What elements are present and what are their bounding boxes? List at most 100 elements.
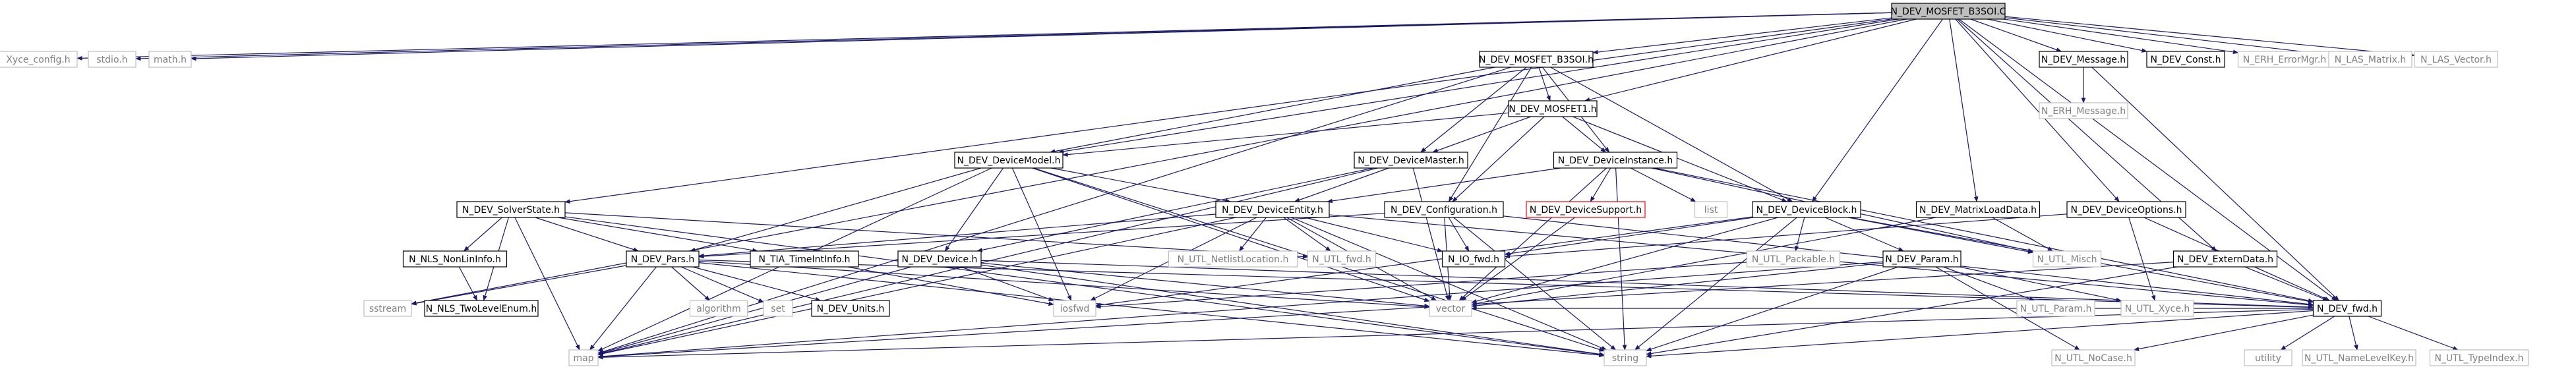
edge-dev_fwd-to-utility (2280, 316, 2335, 351)
node-box (811, 300, 890, 317)
node-box (2302, 349, 2416, 366)
include-node-deviceinstance[interactable]: N_DEV_DeviceInstance.h (1553, 152, 1678, 169)
edge-deviceinstance-to-list (1630, 167, 1696, 202)
include-node-mosfet1[interactable]: N_DEV_MOSFET1.h (1508, 100, 1598, 117)
edge-root-to-externdata (1956, 18, 2217, 252)
edge-device-to-string (980, 264, 1605, 356)
include-node-utl-namelevelkey: N_UTL_NameLevelKey.h (2302, 349, 2416, 366)
edge-deviceinstance-to-deviceentity (1327, 167, 1561, 204)
node-label: utility (2255, 353, 2281, 364)
node-label: N_ERH_ErrorMgr.h (2243, 55, 2326, 65)
include-node-dev-fwd[interactable]: N_DEV_fwd.h (2312, 300, 2382, 317)
edge-root-to-erh_errormgr (2003, 18, 2239, 55)
include-node-set: set (763, 300, 793, 317)
node-box (763, 300, 793, 317)
node-box (897, 250, 982, 268)
node-label: N_LAS_Vector.h (2420, 55, 2492, 65)
node-box (2429, 349, 2529, 366)
node-label: N_DEV_MOSFET_B3SOI.h (1479, 55, 1594, 65)
edge-matrixloaddata-to-vector (1471, 217, 1936, 306)
node-box (1479, 51, 1594, 68)
edge-device-to-dev_fwd (980, 260, 2314, 310)
include-node-dev-units[interactable]: N_DEV_Units.h (811, 300, 890, 317)
edge-devicemodel-to-vector (1032, 167, 1430, 302)
include-node-tia-timeintinfo[interactable]: N_TIA_TimeIntInfo.h (750, 250, 859, 268)
include-node-xyce-config: Xyce_config.h (0, 51, 78, 68)
include-node-utl-typeindex: N_UTL_TypeIndex.h (2429, 349, 2529, 366)
edge-devicemaster-to-device (976, 167, 1373, 252)
edge-dev_fwd-to-string (1646, 310, 2314, 358)
include-node-erh-errormgr: N_ERH_ErrorMgr.h (2237, 51, 2332, 68)
include-node-deviceoptions[interactable]: N_DEV_DeviceOptions.h (2066, 201, 2186, 218)
include-node-vector: vector (1429, 300, 1472, 317)
edge-param-to-utl_param (1943, 266, 2035, 301)
edge-dev_fwd-to-utl_typeindex (2368, 316, 2459, 351)
edge-deviceinstance-to-dev_fwd (1654, 167, 2314, 303)
node-label: N_UTL_NameLevelKey.h (2304, 353, 2414, 364)
node-box (1553, 152, 1678, 169)
include-node-message[interactable]: N_DEV_Message.h (2039, 51, 2128, 68)
node-box (1168, 250, 1298, 268)
include-node-pars[interactable]: N_DEV_Pars.h (626, 250, 700, 268)
include-node-io-fwd[interactable]: N_IO_fwd.h (1441, 250, 1506, 268)
edge-deviceblock-to-iosfwd (1095, 216, 1753, 307)
edge-layer (76, 12, 2459, 360)
edge-dev_fwd-to-map (597, 308, 2314, 360)
include-node-param[interactable]: N_DEV_Param.h (1882, 250, 1962, 268)
include-node-math: math.h (148, 51, 192, 68)
include-node-device[interactable]: N_DEV_Device.h (897, 250, 982, 268)
include-node-nls-twolevelenum[interactable]: N_NLS_TwoLevelEnum.h (424, 300, 539, 317)
include-node-string: string (1603, 349, 1647, 366)
edge-configuration-to-io_fwd (1448, 217, 1470, 252)
include-node-matrixloaddata[interactable]: N_DEV_MatrixLoadData.h (1915, 201, 2041, 218)
node-label: list (1704, 205, 1718, 215)
include-node-las-matrix: N_LAS_Matrix.h (2328, 51, 2412, 68)
node-box (148, 51, 192, 68)
node-box (1307, 250, 1377, 268)
include-node-utl-nocase: N_UTL_NoCase.h (2051, 349, 2136, 366)
include-node-deviceentity[interactable]: N_DEV_DeviceEntity.h (1215, 201, 1330, 218)
edge-mosfet1-to-deviceinstance (1562, 116, 1607, 153)
include-node-configuration[interactable]: N_DEV_Configuration.h (1384, 201, 1504, 218)
include-node-devicemodel[interactable]: N_DEV_DeviceModel.h (954, 152, 1063, 169)
include-node-deviceblock[interactable]: N_DEV_DeviceBlock.h (1752, 201, 1861, 218)
edge-devicesupport-to-vector (1460, 217, 1575, 301)
node-box (2120, 300, 2194, 317)
node-label: N_ERH_Message.h (2041, 106, 2126, 117)
node-label: string (1612, 353, 1638, 364)
edge-b3soi_h-to-configuration (1448, 67, 1532, 202)
node-box (2146, 51, 2225, 68)
node-box (750, 250, 859, 268)
edge-pars-to-set (680, 266, 764, 303)
node-label: N_DEV_ExternData.h (2177, 254, 2273, 265)
node-label: N_DEV_Message.h (2041, 55, 2126, 65)
include-node-nls-nonlininfo[interactable]: N_NLS_NonLinInfo.h (402, 250, 508, 268)
node-box (1891, 3, 2006, 20)
edge-param-to-string (1646, 266, 1899, 352)
edge-solverstate-to-nls_nonlininfo (463, 217, 502, 252)
root-file-node: N_DEV_MOSFET_B3SOI.C (1891, 3, 2006, 20)
node-box (1384, 201, 1504, 218)
include-node-b3soi-h[interactable]: N_DEV_MOSFET_B3SOI.h (1479, 51, 1594, 68)
node-label: N_DEV_Device.h (902, 254, 978, 265)
node-box (1441, 250, 1506, 268)
include-node-devicemaster[interactable]: N_DEV_DeviceMaster.h (1354, 152, 1468, 169)
node-label: N_UTL_Packable.h (1752, 254, 1835, 265)
edge-param-to-utl_xyce (1959, 266, 2122, 302)
include-node-externdata[interactable]: N_DEV_ExternData.h (2172, 250, 2278, 268)
edge-pars-to-vector (698, 260, 1430, 309)
edge-root-to-message (1970, 18, 2062, 52)
include-node-const[interactable]: N_DEV_Const.h (2146, 51, 2225, 68)
edge-devicemaster-to-vector (1412, 167, 1450, 301)
node-label: iosfwd (1060, 304, 1090, 314)
edge-tia_timeintinfo-to-iosfwd (847, 266, 1054, 306)
node-box (1053, 300, 1096, 317)
edge-deviceinstance-to-vector (1458, 167, 1607, 301)
edge-deviceblock-to-vector (1471, 217, 1778, 304)
node-label: N_DEV_DeviceModel.h (957, 156, 1061, 166)
edge-solverstate-to-pars (535, 217, 639, 252)
node-label: N_DEV_Units.h (817, 304, 885, 314)
include-node-solverstate[interactable]: N_DEV_SolverState.h (456, 201, 566, 218)
include-node-algorithm: algorithm (689, 300, 748, 317)
